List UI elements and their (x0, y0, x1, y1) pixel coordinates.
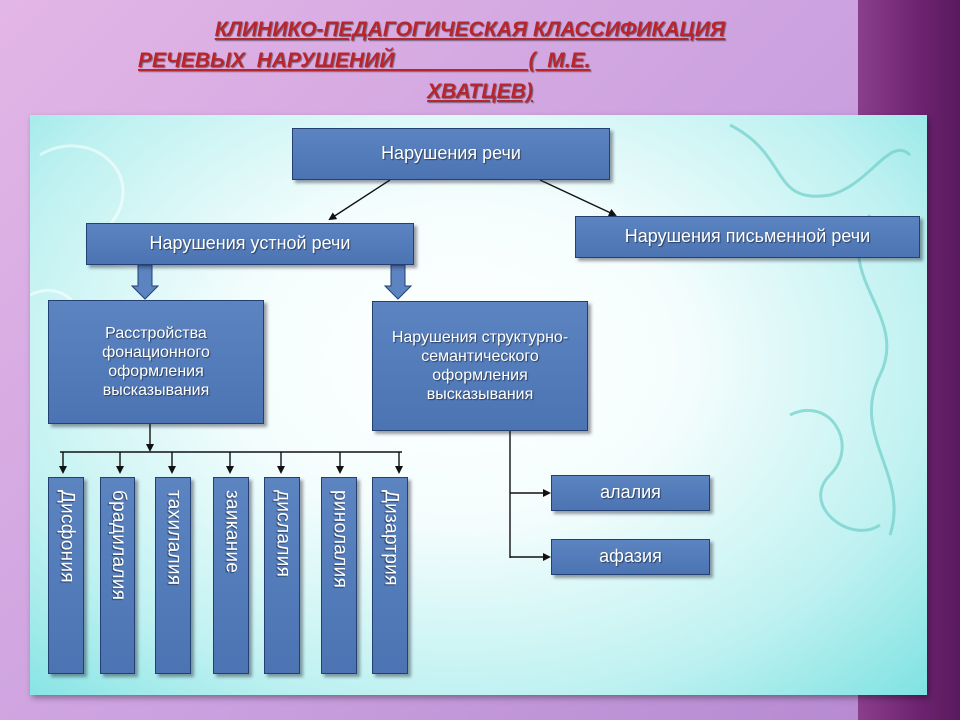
slide-title: КЛИНИКО-ПЕДАГОГИЧЕСКАЯ КЛАССИФИКАЦИЯ РЕЧ… (120, 14, 820, 107)
stuttering-label: заикание (221, 490, 243, 574)
oral-to-structural-block-arrow (383, 264, 413, 300)
phonation-item-dysarthria: Дизартрия (372, 477, 408, 674)
dysphonia-label: Дисфония (56, 490, 78, 583)
oral-speech-box: Нарушения устной речи (86, 223, 414, 265)
phonation-item-dysphonia: Дисфония (48, 477, 84, 674)
title-line-1: КЛИНИКО-ПЕДАГОГИЧЕСКАЯ КЛАССИФИКАЦИЯ (214, 18, 726, 41)
aphasia-label: афазия (599, 546, 662, 567)
phonation-item-rhinolalia: ринолалия (321, 477, 357, 674)
title-line-2: РЕЧЕВЫХ НАРУШЕНИЙ ( М.Е. (138, 49, 591, 72)
root-to-written-arrow (539, 179, 617, 217)
root-label: Нарушения речи (381, 143, 521, 164)
phonation-box: Расстройства фонационного оформления выс… (48, 300, 264, 424)
phonation-label: Расстройства фонационного оформления выс… (102, 324, 210, 400)
structural-box: Нарушения структурно-семантического офор… (372, 301, 588, 431)
tachylalia-label: тахилалия (163, 490, 185, 586)
written-speech-box: Нарушения письменной речи (575, 216, 920, 258)
phonation-item-dyslalia: дислалия (264, 477, 300, 674)
root-to-oral-arrow (328, 179, 391, 221)
rhinolalia-label: ринолалия (329, 490, 351, 589)
oral-speech-label: Нарушения устной речи (149, 233, 351, 254)
root-box: Нарушения речи (292, 128, 610, 180)
bradylalia-label: брадилалия (107, 490, 129, 601)
phonation-item-bradylalia: брадилалия (100, 477, 135, 674)
structural-label: Нарушения структурно-семантического офор… (391, 328, 569, 404)
structural-item-aphasia: афазия (551, 539, 710, 575)
phonation-item-tachylalia: тахилалия (155, 477, 191, 674)
dysarthria-label: Дизартрия (380, 490, 402, 586)
oral-to-phonation-block-arrow (130, 264, 160, 300)
title-line-3: ХВАТЦЕВ) (427, 80, 533, 103)
dyslalia-label: дислалия (272, 490, 294, 578)
phonation-item-stuttering: заикание (213, 477, 249, 674)
structural-item-alalia: алалия (551, 475, 710, 511)
written-speech-label: Нарушения письменной речи (624, 226, 871, 247)
alalia-label: алалия (600, 482, 661, 503)
